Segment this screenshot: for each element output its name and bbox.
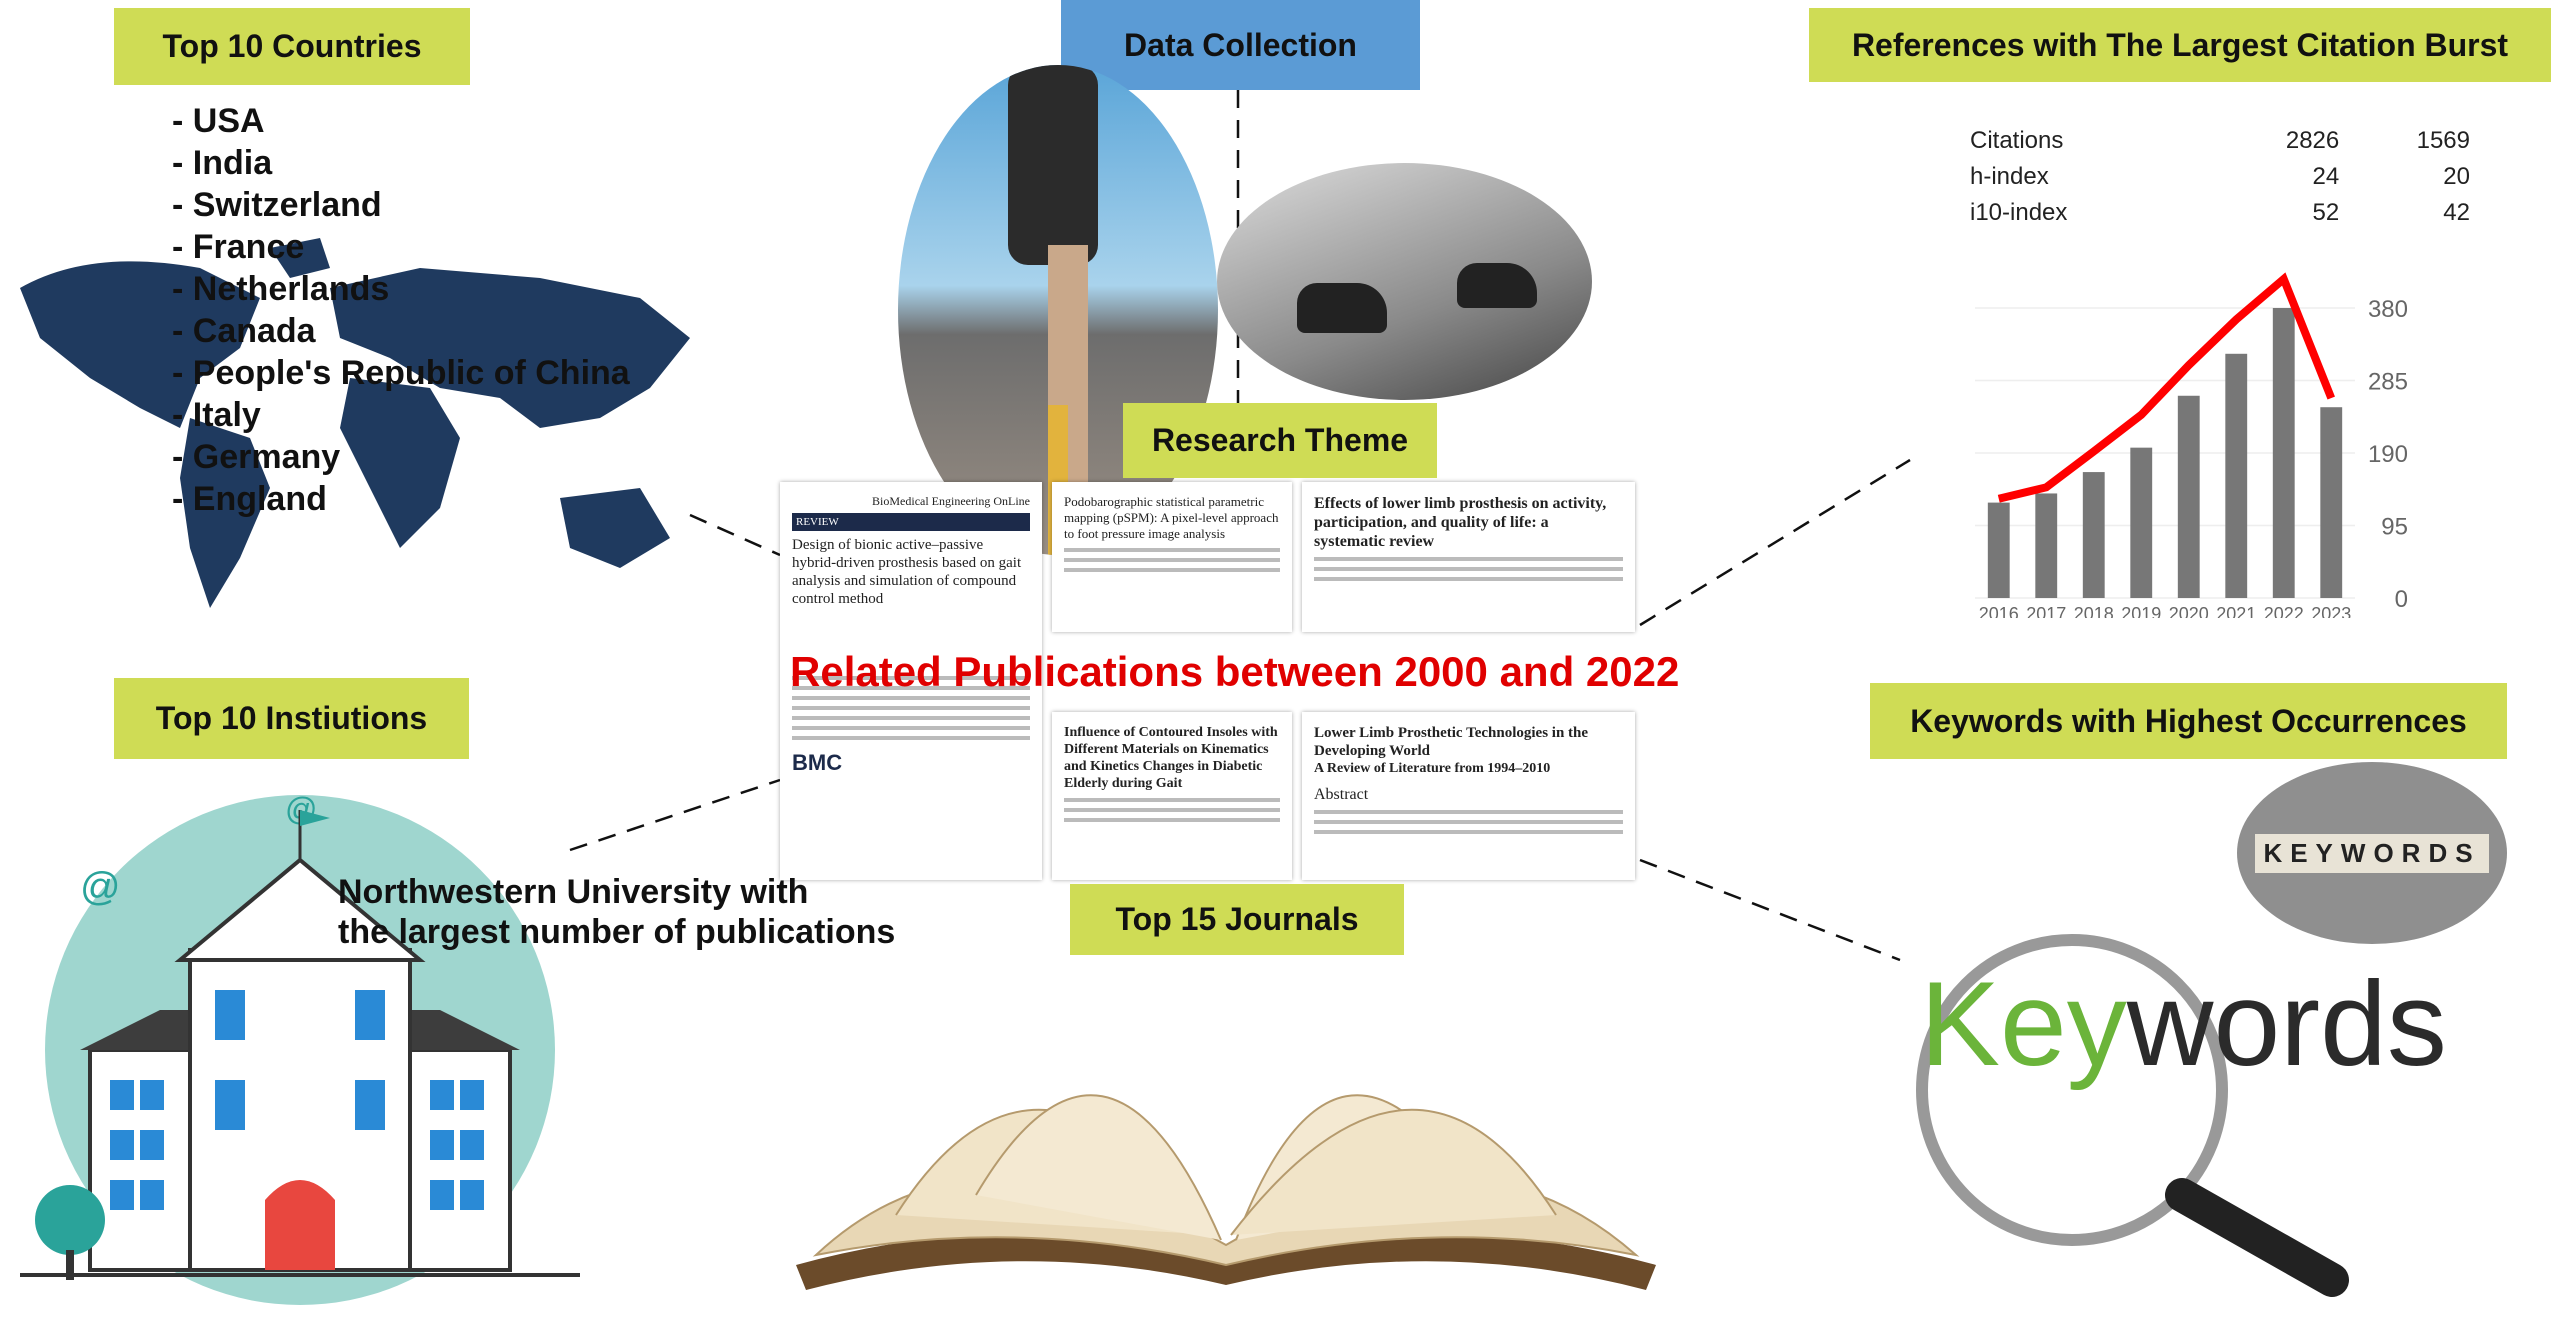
country-item: - Germany [172,438,341,476]
bar [2035,493,2058,598]
world-map-image [20,238,690,608]
publications-title: Related Publications between 2000 and 20… [790,648,1680,695]
svg-text:@: @ [80,865,121,909]
stat-all: 2826 [2285,127,2340,154]
institutions-label: Top 10 Instiutions [114,678,469,759]
data-collection-label: Data Collection [1061,0,1420,90]
bar [2130,447,2153,598]
bar [2225,353,2248,598]
citation-chart: Citations 2826 1569 h-index 24 20 i10-index 52 4… [1930,98,2530,618]
country-item: - France [172,228,305,266]
citation-burst-label: References with The Largest Citation Bur… [1809,8,2551,82]
bar [2272,308,2295,598]
research-theme-label: Research Theme [1123,403,1437,478]
y-tick-label: 95 [2381,514,2408,541]
magnifying-glass-icon [1916,934,2349,1297]
country-item: - India [172,144,273,182]
paper-card: Influence of Contoured Insoles with Diff… [1052,712,1292,880]
y-tick-label: 190 [2368,441,2408,468]
country-item: - People's Republic of China [172,354,630,392]
x-tick-label: 2019 [2121,604,2161,618]
stat-since: 20 [2443,163,2470,190]
country-item: - Canada [172,312,316,350]
stat-name: Citations [1970,127,2064,154]
country-item: - Switzerland [172,186,382,224]
stat-since: 42 [2443,199,2470,226]
journals-label: Top 15 Journals [1070,884,1404,955]
bar [1987,502,2010,598]
stats-row: h-index 24 20 [1970,159,2470,195]
y-tick-label: 380 [2368,296,2408,323]
stats-row: Citations 2826 1569 [1970,123,2470,159]
trend-line [1997,272,2335,503]
stats-row: i10-index 52 42 [1970,195,2470,231]
stat-all: 52 [2312,199,2340,226]
keywords-logo-text: Keywords [1920,957,2447,1091]
keywords-label: Keywords with Highest Occurrences [1870,683,2507,759]
x-tick-label: 2020 [2169,604,2209,618]
countries-label: Top 10 Countries [114,8,470,85]
x-tick-label: 2017 [2026,604,2066,618]
country-item: - USA [172,102,265,140]
country-item: - Netherlands [172,270,390,308]
stat-since: 1569 [2416,127,2470,154]
y-tick-label: 285 [2368,369,2408,396]
country-item: - England [172,480,327,518]
bar [2177,395,2200,598]
bar [2082,472,2105,598]
citation-bar-chart: 0 95 190 285 380 2016 2017 2018 2019 2020 2021 2022… [1975,272,2408,618]
bar [2320,407,2343,598]
x-tick-label: 2023 [2311,604,2351,618]
institution-note: Northwestern University with the largest… [338,873,896,951]
prosthetic-leg-photo [1217,163,1592,400]
stat-name: i10-index [1970,199,2068,226]
university-building-illustration: @ @ [20,791,580,1305]
y-tick-label: 0 [2395,586,2408,613]
citation-stats-table: Citations 2826 1569 h-index 24 20 i10-index 52 4… [1970,123,2470,231]
x-tick-label: 2016 [1979,604,2019,618]
x-tick-label: 2022 [2264,604,2304,618]
paper-card: Lower Limb Prosthetic Technologies in th… [1302,712,1635,880]
x-tick-label: 2018 [2074,604,2114,618]
paper-card: Effects of lower limb prosthesis on acti… [1302,482,1635,632]
stat-name: h-index [1970,163,2049,190]
country-item: - Italy [172,396,261,434]
x-tick-label: 2021 [2216,604,2256,618]
stat-all: 24 [2312,163,2340,190]
countries-list: - USA - India - Switzerland - France - N… [172,100,630,520]
keyword-tiles-photo: KEYWORDS [2237,762,2507,944]
paper-card: BioMedical Engineering OnLine REVIEW Des… [780,482,1042,880]
paper-card: Podobarographic statistical parametric m… [1052,482,1292,632]
open-book-image [796,1094,1656,1290]
